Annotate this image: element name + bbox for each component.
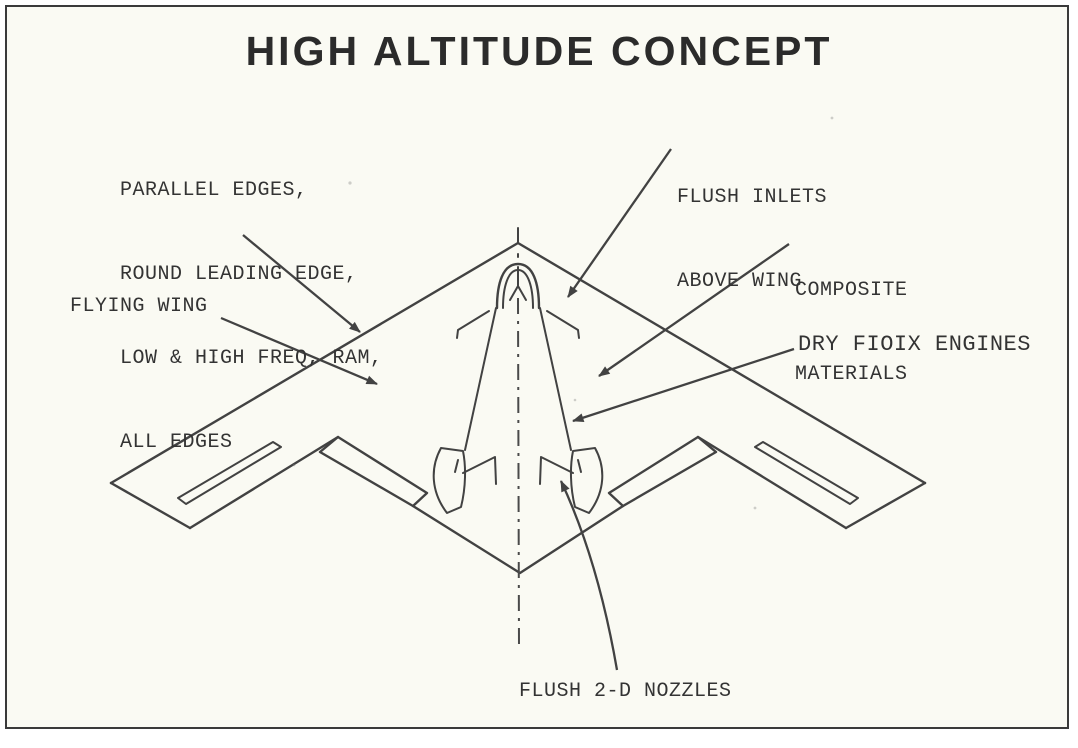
label-edge-treatment-line2: ROUND LEADING EDGE,	[120, 263, 358, 286]
composite-materials-arrow	[598, 243, 790, 377]
left-nozzle-fairing	[432, 447, 467, 514]
flying-wing-arrow	[220, 316, 378, 386]
label-flush-inlets-line1: FLUSH INLETS	[677, 186, 828, 209]
leader-arrows	[220, 148, 795, 671]
label-composite-materials-line1: COMPOSITE	[795, 279, 908, 302]
label-composite-materials-line2: MATERIALS	[795, 363, 908, 386]
left-wingtip-edge	[109, 481, 192, 530]
label-edge-treatment: PARALLEL EDGES, ROUND LEADING EDGE, LOW …	[120, 121, 383, 513]
left-nozzle-mark	[462, 456, 497, 485]
left-trailing-edge	[188, 435, 340, 530]
diagram-title: HIGH ALTITUDE CONCEPT	[245, 28, 833, 74]
left-wing-slot	[177, 441, 282, 505]
label-edge-treatment-line1: PARALLEL EDGES,	[120, 179, 308, 202]
right-trailing-edge	[696, 435, 848, 530]
all-edges-arrow	[242, 234, 361, 333]
label-dry-engines: DRY FIOIX ENGINES	[798, 332, 1031, 357]
left-nozzle-tick	[454, 459, 459, 473]
label-edge-treatment-line4: ALL EDGES	[120, 431, 233, 454]
left-body-line	[464, 307, 497, 451]
right-wing-slot	[754, 441, 859, 505]
label-composite-materials: COMPOSITE MATERIALS	[795, 221, 908, 445]
diagram-frame-border	[5, 5, 1069, 729]
label-edge-treatment-line3: LOW & HIGH FREQ, RAM,	[120, 347, 383, 370]
canopy-frame-lines	[509, 266, 527, 301]
aircraft-outline	[109, 227, 927, 649]
right-inlet-mark	[546, 310, 580, 339]
scan-specks	[212, 116, 834, 510]
right-nozzle-fairing	[569, 447, 604, 514]
left-inlet-mark	[456, 310, 490, 339]
dry-engines-arrow	[572, 347, 795, 423]
right-nozzle-mark	[539, 456, 574, 485]
aircraft-centerline	[517, 297, 520, 649]
right-nozzle-tick	[577, 459, 582, 473]
right-elevon-strip	[607, 435, 718, 508]
label-flying-wing: FLYING WING	[70, 295, 208, 318]
flush-nozzles-arrow	[559, 480, 619, 671]
flush-inlets-arrow	[567, 148, 672, 298]
right-wingtip-edge	[844, 481, 927, 530]
cockpit-outer-arch	[495, 262, 541, 310]
center-tail-vee	[411, 504, 625, 575]
right-body-line	[539, 307, 572, 451]
label-flush-inlets-line2: ABOVE WING	[677, 270, 803, 293]
label-flush-nozzles: FLUSH 2-D NOZZLES	[519, 680, 732, 703]
label-flush-inlets: FLUSH INLETS ABOVE WING	[677, 128, 827, 352]
